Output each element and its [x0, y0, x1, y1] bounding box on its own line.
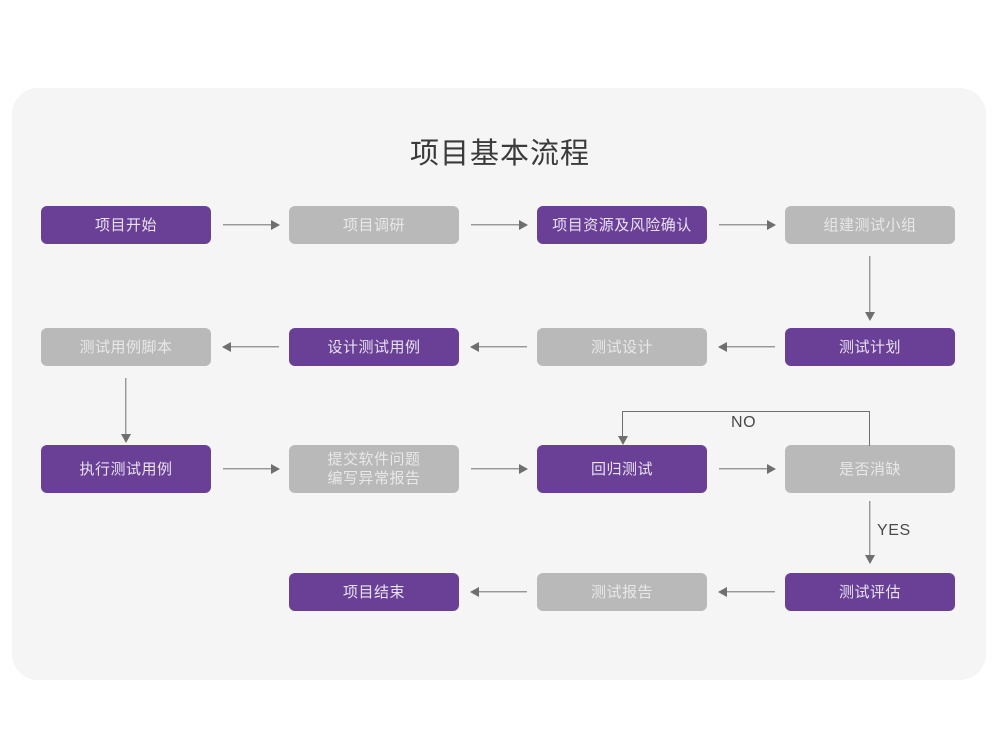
- flow-node-regression-test[interactable]: 回归测试: [537, 445, 707, 493]
- arrow-execute-to-submit: [223, 460, 280, 478]
- loop-no-arrowhead: [618, 436, 628, 445]
- arrow-report-to-end: [470, 583, 527, 601]
- flow-node-project-start[interactable]: 项目开始: [41, 206, 211, 244]
- loop-no-segment-right: [869, 411, 871, 446]
- arrow-resource-to-team: [719, 216, 776, 234]
- flow-node-design-testcase[interactable]: 设计测试用例: [289, 328, 459, 366]
- flow-node-build-team[interactable]: 组建测试小组: [785, 206, 955, 244]
- loop-no-segment-top: [622, 411, 870, 413]
- flow-node-testcase-script[interactable]: 测试用例脚本: [41, 328, 211, 366]
- arrow-regression-to-defect: [719, 460, 776, 478]
- flow-node-project-research[interactable]: 项目调研: [289, 206, 459, 244]
- arrow-research-to-resource: [471, 216, 528, 234]
- loop-no-segment-left: [622, 411, 624, 437]
- flow-node-test-design[interactable]: 测试设计: [537, 328, 707, 366]
- edge-label-no: NO: [731, 414, 757, 431]
- arrow-start-to-research: [223, 216, 280, 234]
- arrow-submit-to-regression: [471, 460, 528, 478]
- flow-node-submit-bug[interactable]: 提交软件问题 编写异常报告: [289, 445, 459, 493]
- flow-node-execute-testcase[interactable]: 执行测试用例: [41, 445, 211, 493]
- arrow-testdesign-to-design: [470, 338, 527, 356]
- flow-node-project-end[interactable]: 项目结束: [289, 573, 459, 611]
- arrow-defect-to-evaluation: [861, 501, 879, 564]
- page-title: 项目基本流程: [409, 138, 590, 170]
- arrow-design-to-script: [222, 338, 279, 356]
- flow-node-defect-cleared[interactable]: 是否消缺: [785, 445, 955, 493]
- arrow-evaluation-to-report: [718, 583, 775, 601]
- edge-label-yes: YES: [877, 522, 911, 539]
- flow-node-test-report[interactable]: 测试报告: [537, 573, 707, 611]
- flow-node-test-evaluation[interactable]: 测试评估: [785, 573, 955, 611]
- flow-node-test-plan[interactable]: 测试计划: [785, 328, 955, 366]
- arrow-script-to-execute: [117, 378, 135, 443]
- arrow-plan-to-testdesign: [718, 338, 775, 356]
- arrow-team-to-test-plan: [861, 256, 879, 321]
- flow-node-resource-risk[interactable]: 项目资源及风险确认: [537, 206, 707, 244]
